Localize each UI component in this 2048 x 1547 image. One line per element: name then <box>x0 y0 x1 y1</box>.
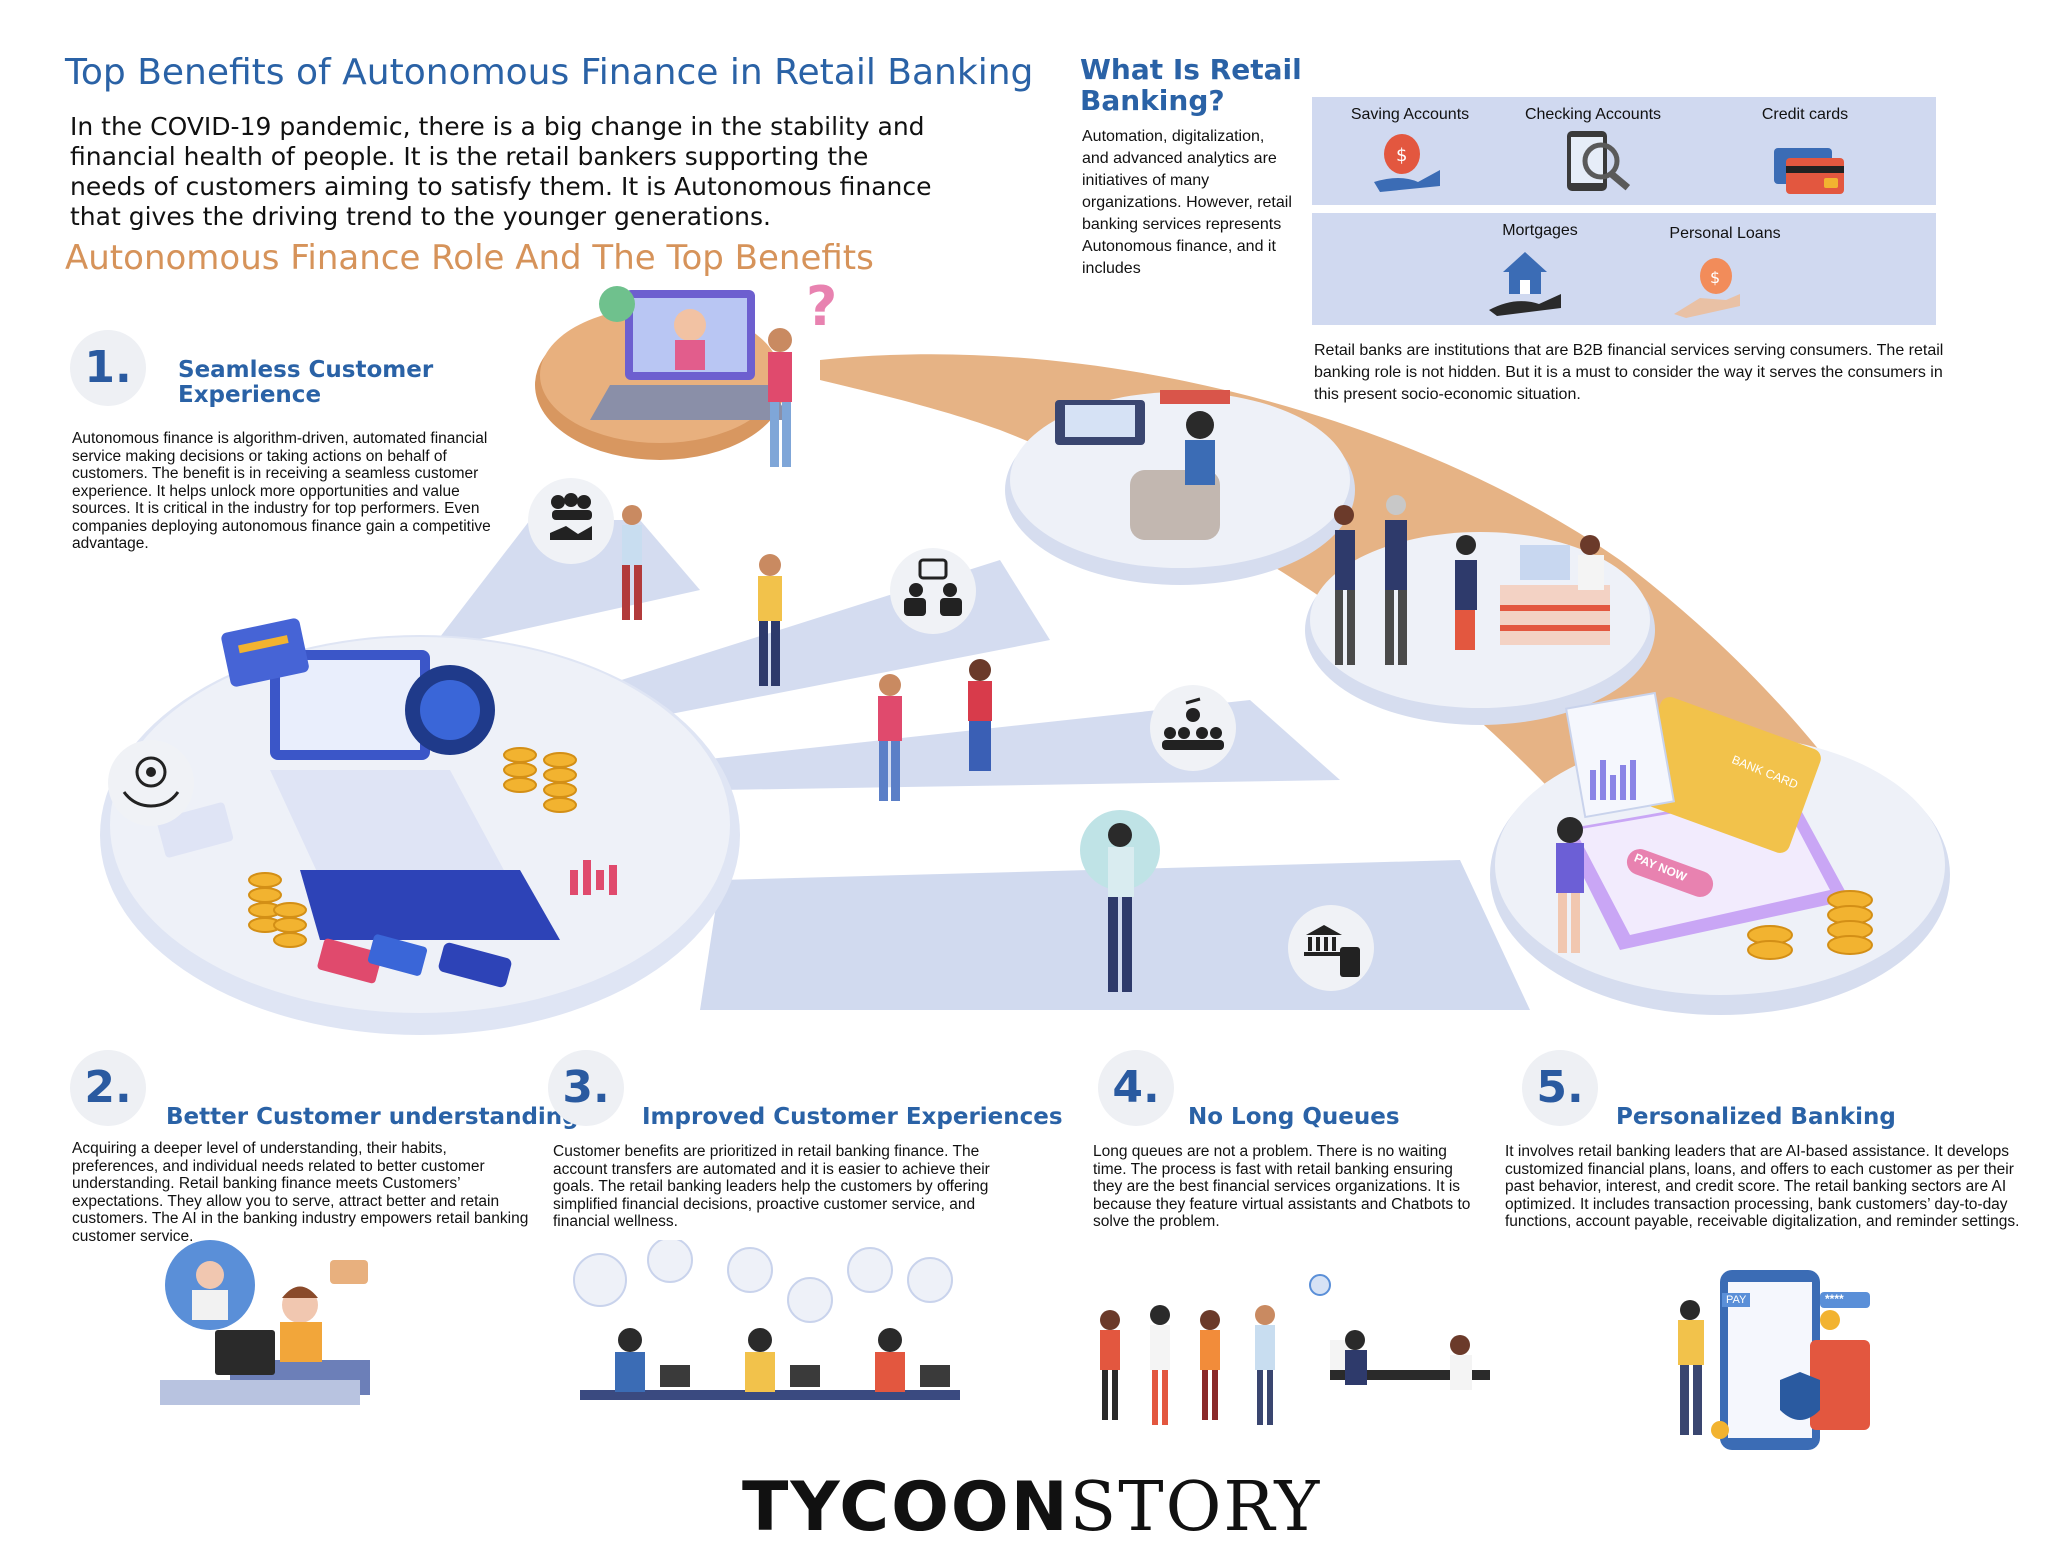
queue-illustration <box>1100 1274 1490 1425</box>
phone-magnifier-icon <box>1567 131 1631 191</box>
product-personal-loans: Personal Loans <box>1669 225 1781 242</box>
benefit-5-number: 5. <box>1522 1050 1598 1126</box>
benefit-1-title-line1: Seamless Customer <box>178 357 434 383</box>
pay-badge: PAY <box>1722 1293 1751 1307</box>
personalized-banking-illustration <box>1678 1270 1870 1450</box>
benefit-5-title: Personalized Banking <box>1616 1104 1896 1130</box>
benefit-3-number: 3. <box>548 1050 624 1126</box>
retail-banks-note: Retail banks are institutions that are B… <box>1314 342 1944 403</box>
product-mortgages: Mortgages <box>1502 222 1578 239</box>
benefit-3-title: Improved Customer Experiences <box>642 1104 1063 1130</box>
benefit-5-text: It involves retail banking leaders that … <box>1505 1143 2020 1230</box>
benefit-4-text: Long queues are not a problem. There is … <box>1093 1143 1471 1230</box>
products-row-2 <box>1312 213 1936 325</box>
section-subtitle: Autonomous Finance Role And The Top Bene… <box>65 238 874 278</box>
logo-serif-part: STORY <box>1069 1468 1322 1547</box>
customer-support-illustration <box>160 1240 370 1405</box>
product-checking-accounts: Checking Accounts <box>1524 106 1662 123</box>
leader-group-icon <box>1150 685 1236 771</box>
benefit-3-text: Customer benefits are prioritized in ret… <box>553 1143 990 1230</box>
page-title: Top Benefits of Autonomous Finance in Re… <box>65 52 1034 93</box>
retail-banking-title-line2: Banking? <box>1080 84 1225 117</box>
retail-banking-title: What Is Retail Banking? <box>1080 54 1302 116</box>
ray-3 <box>700 700 1340 790</box>
benefit-1-number: 1. <box>70 330 146 406</box>
bank-transfer-icon <box>1288 905 1374 991</box>
retail-banking-title-line1: What Is Retail <box>1080 53 1302 86</box>
product-credit-cards: Credit cards <box>1761 106 1849 123</box>
benefit-1-title-line2: Experience <box>178 382 322 408</box>
svg-text:?: ? <box>806 275 837 338</box>
intro-paragraph: In the COVID-19 pandemic, there is a big… <box>70 112 932 231</box>
logo-bold-part: TYCOON <box>742 1468 1070 1547</box>
svg-text:$: $ <box>1710 268 1720 287</box>
benefit-1-title: Seamless Customer Experience <box>178 358 433 408</box>
svg-text:$: $ <box>1396 145 1407 166</box>
conversation-icon <box>890 548 976 634</box>
benefit-4-title: No Long Queues <box>1188 1104 1400 1130</box>
loan-bag-hand-icon: $ <box>1674 258 1740 318</box>
benefit-1-text: Autonomous finance is algorithm-driven, … <box>72 430 491 552</box>
benefit-4-number: 4. <box>1098 1050 1174 1126</box>
hands-care-icon <box>108 740 194 826</box>
product-saving-accounts: Saving Accounts <box>1350 106 1470 123</box>
benefit-2-text: Acquiring a deeper level of understandin… <box>72 1140 529 1245</box>
tycoonstory-logo: TYCOONSTORY <box>742 1468 1321 1547</box>
benefit-2-title: Better Customer understanding <box>166 1104 579 1130</box>
retail-banking-text: Automation, digitalization, and advanced… <box>1082 128 1292 277</box>
stars-badge: **** <box>1825 1292 1844 1306</box>
team-handshake-icon <box>528 478 614 564</box>
credit-cards-icon <box>1774 148 1844 194</box>
house-hand-icon <box>1489 252 1561 316</box>
team-office-illustration <box>573 1240 960 1400</box>
benefit-2-number: 2. <box>70 1050 146 1126</box>
money-bag-hand-icon: $ <box>1374 134 1440 192</box>
